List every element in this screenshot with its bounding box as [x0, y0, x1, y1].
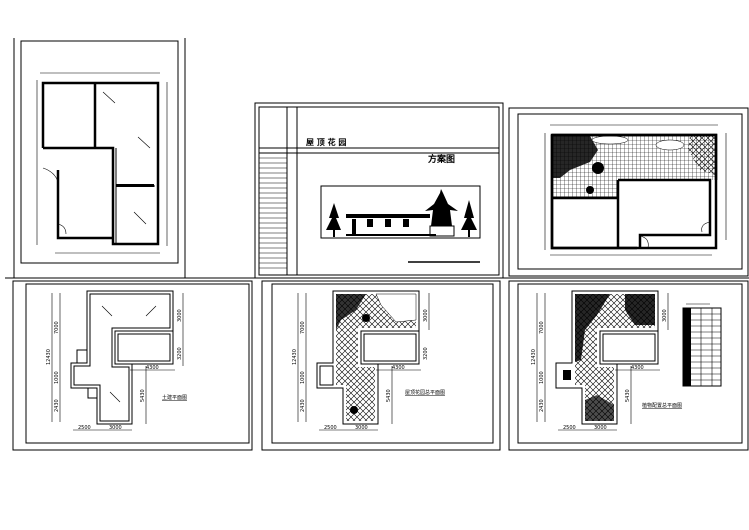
dim-right-mid: 3200 [423, 347, 429, 360]
floor-plan-dimensions [36, 72, 168, 254]
dim-bottom-right: 3000 [355, 425, 368, 431]
dim-middle: 1000 [300, 371, 306, 384]
floor-plan-walls [41, 81, 160, 246]
pavilion [425, 189, 458, 226]
tree-right [461, 200, 477, 237]
title-block-strips [259, 157, 287, 269]
dim-right-top: 3000 [177, 309, 183, 322]
dim-bottom-right: 3000 [109, 425, 122, 431]
drawing-type-title: 方案图 [428, 153, 455, 165]
dim-right-top: 3000 [662, 309, 668, 322]
project-title: 屋 顶 花 园 [306, 137, 346, 147]
dim-upper: 7000 [54, 321, 60, 334]
planting-plan-label: 植物配置总平面图 [642, 402, 682, 409]
elevation-illustration [320, 185, 481, 239]
dim-middle: 1000 [54, 371, 60, 384]
dim-bottom-right: 3000 [594, 425, 607, 431]
civil-plan-dimensions: 12430 7000 1000 2430 3000 3200 4300 5430… [46, 293, 184, 431]
dim-lower: 2430 [539, 399, 545, 412]
dim-lower: 2430 [54, 399, 60, 412]
sheet-planting-plan: 12430 7000 1000 2430 3000 4300 5430 2500… [508, 280, 749, 451]
dim-building-width: 4300 [146, 365, 159, 371]
sheet-civil-plan: 12430 7000 1000 2430 3000 3200 4300 5430… [12, 280, 253, 451]
dim-total: 12430 [531, 349, 537, 365]
civil-plan-label: 土建平面图 [162, 394, 187, 401]
tree-left [326, 203, 341, 237]
garden-layout-dimensions [544, 124, 727, 256]
dim-lower-height: 5430 [625, 389, 631, 402]
civil-plan-outline [70, 290, 174, 425]
dim-lower-height: 5430 [140, 389, 146, 402]
dim-building-width: 4300 [631, 365, 644, 371]
dim-bottom-left: 2500 [324, 425, 337, 431]
dim-building-width: 4300 [392, 365, 405, 371]
sheet-cover: 屋 顶 花 园 方案图 [254, 102, 504, 279]
sheet-floor-plan [20, 40, 179, 264]
dim-bottom-left: 2500 [78, 425, 91, 431]
sheet-garden-layout [508, 107, 749, 277]
dim-upper: 7000 [300, 321, 306, 334]
plant-schedule-table [682, 303, 722, 387]
dim-lower: 2430 [300, 399, 306, 412]
dim-bottom-left: 2500 [563, 425, 576, 431]
dim-right-top: 3000 [423, 309, 429, 322]
dim-middle: 1000 [539, 371, 545, 384]
dim-lower-height: 5430 [386, 389, 392, 402]
dim-right-mid: 3200 [177, 347, 183, 360]
dim-upper: 7000 [539, 321, 545, 334]
garden-plan-label: 屋顶花园总平面图 [405, 389, 445, 396]
sheet-garden-plan: 12430 7000 1000 2430 3000 3200 4300 5430… [261, 280, 501, 451]
dim-total: 12430 [46, 349, 52, 365]
dim-total: 12430 [292, 349, 298, 365]
garden-layout-walls [550, 133, 718, 250]
